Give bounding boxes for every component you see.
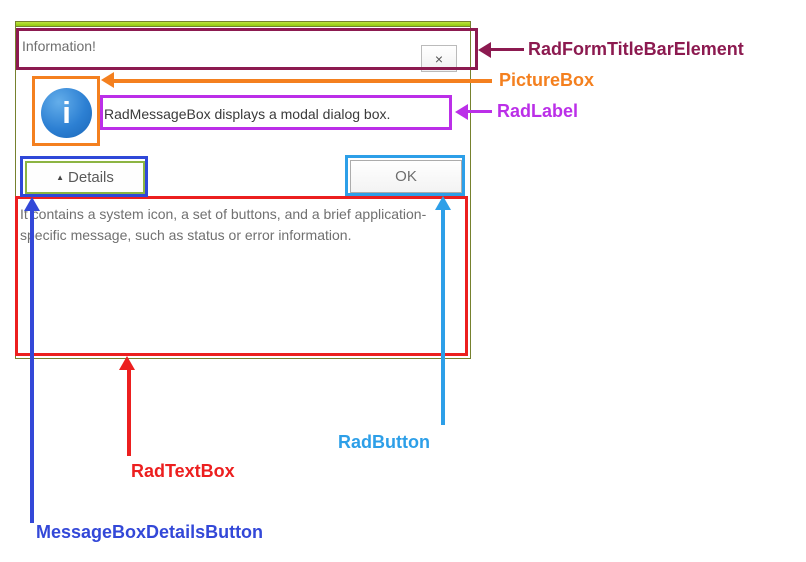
details-textbox[interactable]: It contains a system icon, a set of butt… [19, 200, 467, 355]
close-icon: × [434, 50, 444, 67]
annotation-label-radbutton: RadButton [338, 432, 430, 452]
picturebox-arrow-line [113, 79, 492, 83]
ok-button[interactable]: OK [350, 160, 462, 193]
radlabel-arrow-line [467, 110, 492, 113]
annotation-label-radtextbox: RadTextBox [131, 461, 235, 481]
radbutton-arrow-line [441, 209, 445, 425]
annotation-box-radlabel [100, 95, 452, 130]
details-button-label: Details [68, 169, 114, 186]
annotation-box-detailsbutton [20, 156, 148, 197]
ok-button-label: OK [395, 168, 417, 185]
annotation-box-picturebox [32, 76, 100, 146]
details-text: It contains a system icon, a set of butt… [20, 206, 427, 243]
annotation-label-detailsbutton: MessageBoxDetailsButton [36, 522, 264, 542]
radbutton-arrow-icon [435, 196, 451, 210]
annotation-box-titlebar [16, 28, 478, 70]
annotation-label-picturebox: PictureBox [499, 70, 595, 90]
radlabel-arrow-icon [455, 104, 468, 120]
info-icon-glyph: i [62, 95, 71, 130]
details-button[interactable]: ▲ Details [25, 161, 145, 194]
titlebar-accent-strip [16, 22, 470, 27]
annotation-box-radtextbox [15, 196, 468, 356]
detailsbutton-arrow-icon [24, 197, 40, 211]
picturebox-arrow-icon [101, 72, 114, 88]
message-label: RadMessageBox displays a modal dialog bo… [104, 105, 391, 122]
titlebar-arrow-icon [478, 42, 491, 58]
detailsbutton-arrow-line [30, 210, 34, 523]
dialog-title: Information! [22, 38, 96, 54]
radtextbox-arrow-icon [119, 356, 135, 370]
radmessagebox-dialog: Information! × i RadMessageBox displays … [15, 21, 471, 359]
collapse-arrow-icon: ▲ [56, 173, 65, 182]
annotation-label-titlebar: RadFormTitleBarElement [528, 39, 744, 59]
titlebar-arrow-line [489, 48, 524, 51]
radtextbox-arrow-line [127, 368, 131, 456]
annotation-label-radlabel: RadLabel [497, 101, 579, 121]
annotation-box-radbutton [345, 155, 465, 196]
info-icon: i [41, 88, 92, 138]
